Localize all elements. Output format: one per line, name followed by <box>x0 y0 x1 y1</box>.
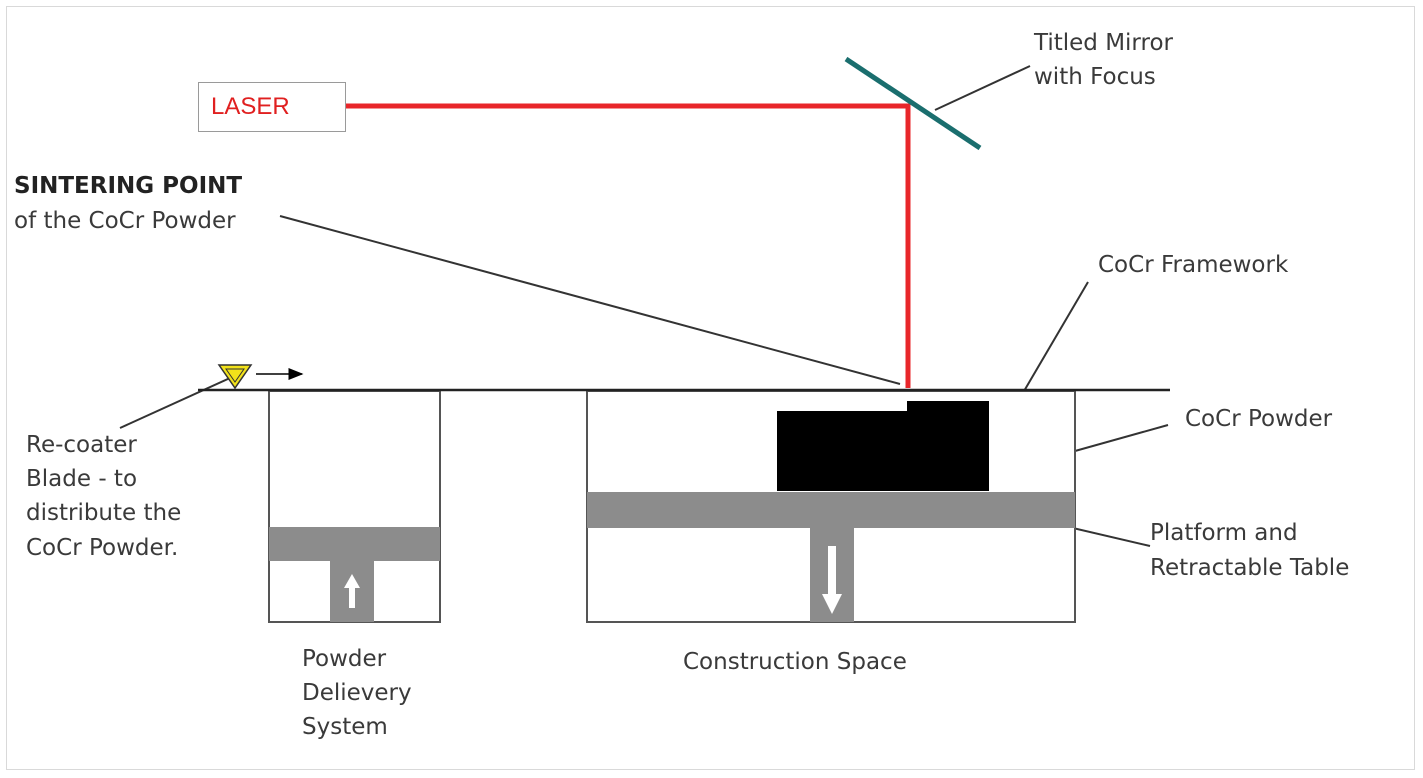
sintering-point-title: SINTERING POINT <box>14 173 243 199</box>
cocr-framework-top <box>907 401 989 413</box>
laser-source: LASER <box>198 82 346 132</box>
cocr-framework-part <box>777 411 989 491</box>
recoater-label-line-4: CoCr Powder. <box>26 535 179 561</box>
powder-delivery-label-line-1: Powder <box>302 646 387 672</box>
recoater-leader-line <box>119 377 231 429</box>
up-arrow-icon <box>344 574 360 608</box>
sintering-leader-line <box>279 215 901 385</box>
recoater-blade-icon <box>217 364 253 390</box>
mirror-label-line-2: with Focus <box>1034 64 1156 90</box>
tilted-mirror <box>844 56 982 151</box>
recoater-blade-inner <box>225 368 245 383</box>
powder-delivery-label-line-3: System <box>302 714 388 740</box>
platform-label-line-2: Retractable Table <box>1150 555 1350 581</box>
recoater-label-line-3: distribute the <box>26 500 182 526</box>
recoater-label-line-2: Blade - to <box>26 466 138 492</box>
laser-label: LASER <box>211 93 290 120</box>
framework-label: CoCr Framework <box>1098 252 1289 278</box>
mirror-label-line-1: Titled Mirror <box>1034 30 1173 56</box>
platform-label-line-1: Platform and <box>1150 520 1298 546</box>
powder-label: CoCr Powder <box>1185 406 1333 432</box>
mirror-leader-line <box>934 65 1031 111</box>
powder-delivery-label-line-2: Delievery <box>302 680 412 706</box>
down-arrow-icon <box>822 546 842 614</box>
diagram-frame <box>6 6 1415 770</box>
recoater-label-line-1: Re-coater <box>26 432 137 458</box>
delivery-piston <box>269 527 440 561</box>
construction-space-label: Construction Space <box>683 649 907 675</box>
sintering-point-subtitle: of the CoCr Powder <box>14 208 236 234</box>
platform <box>587 492 1075 528</box>
